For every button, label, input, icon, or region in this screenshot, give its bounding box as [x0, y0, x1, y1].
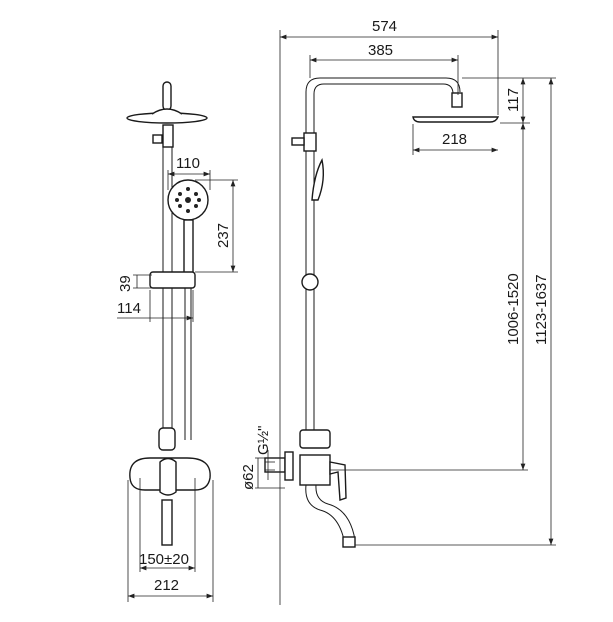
holder-side	[301, 273, 319, 291]
escutcheon	[284, 451, 294, 481]
slide-holder	[149, 271, 196, 289]
head-connector-side	[451, 92, 463, 108]
mixer-lever	[159, 457, 177, 496]
front-view: 110 237 39 114 150±20 212	[117, 81, 238, 602]
mixer-side	[299, 454, 331, 486]
dim-39: 39	[117, 275, 134, 292]
overhead-shower-side	[412, 116, 500, 123]
spray-nozzles	[175, 187, 201, 213]
dim-o62: ø62	[240, 464, 257, 490]
dim-237: 237	[215, 223, 232, 248]
dim-1006-1520: 1006-1520	[505, 273, 522, 345]
side-view: 574 385 117 218 1006-1520 1123-1637 ø62 …	[240, 18, 556, 605]
dim-574: 574	[372, 18, 397, 35]
dim-1123-1637: 1123-1637	[533, 274, 550, 345]
spout-outlet	[342, 536, 356, 548]
diverter-valve	[162, 124, 174, 148]
diverter-side	[303, 132, 317, 152]
hand-shower-handle	[183, 219, 194, 276]
lever-side	[329, 461, 347, 501]
dim-218: 218	[442, 131, 467, 148]
spout-front	[161, 499, 173, 546]
dim-114: 114	[117, 300, 141, 317]
overhead-shower-head	[126, 112, 208, 124]
diverter-knob	[158, 427, 176, 451]
dim-212: 212	[154, 577, 179, 594]
dim-385: 385	[368, 42, 393, 59]
dim-117: 117	[505, 88, 522, 112]
diverter-valve-side	[299, 429, 331, 449]
hand-shower-side	[311, 157, 325, 201]
dim-g-half: G½"	[255, 425, 272, 455]
dim-150-20: 150±20	[139, 551, 189, 568]
head-connector	[162, 81, 172, 111]
dim-110: 110	[176, 155, 200, 172]
